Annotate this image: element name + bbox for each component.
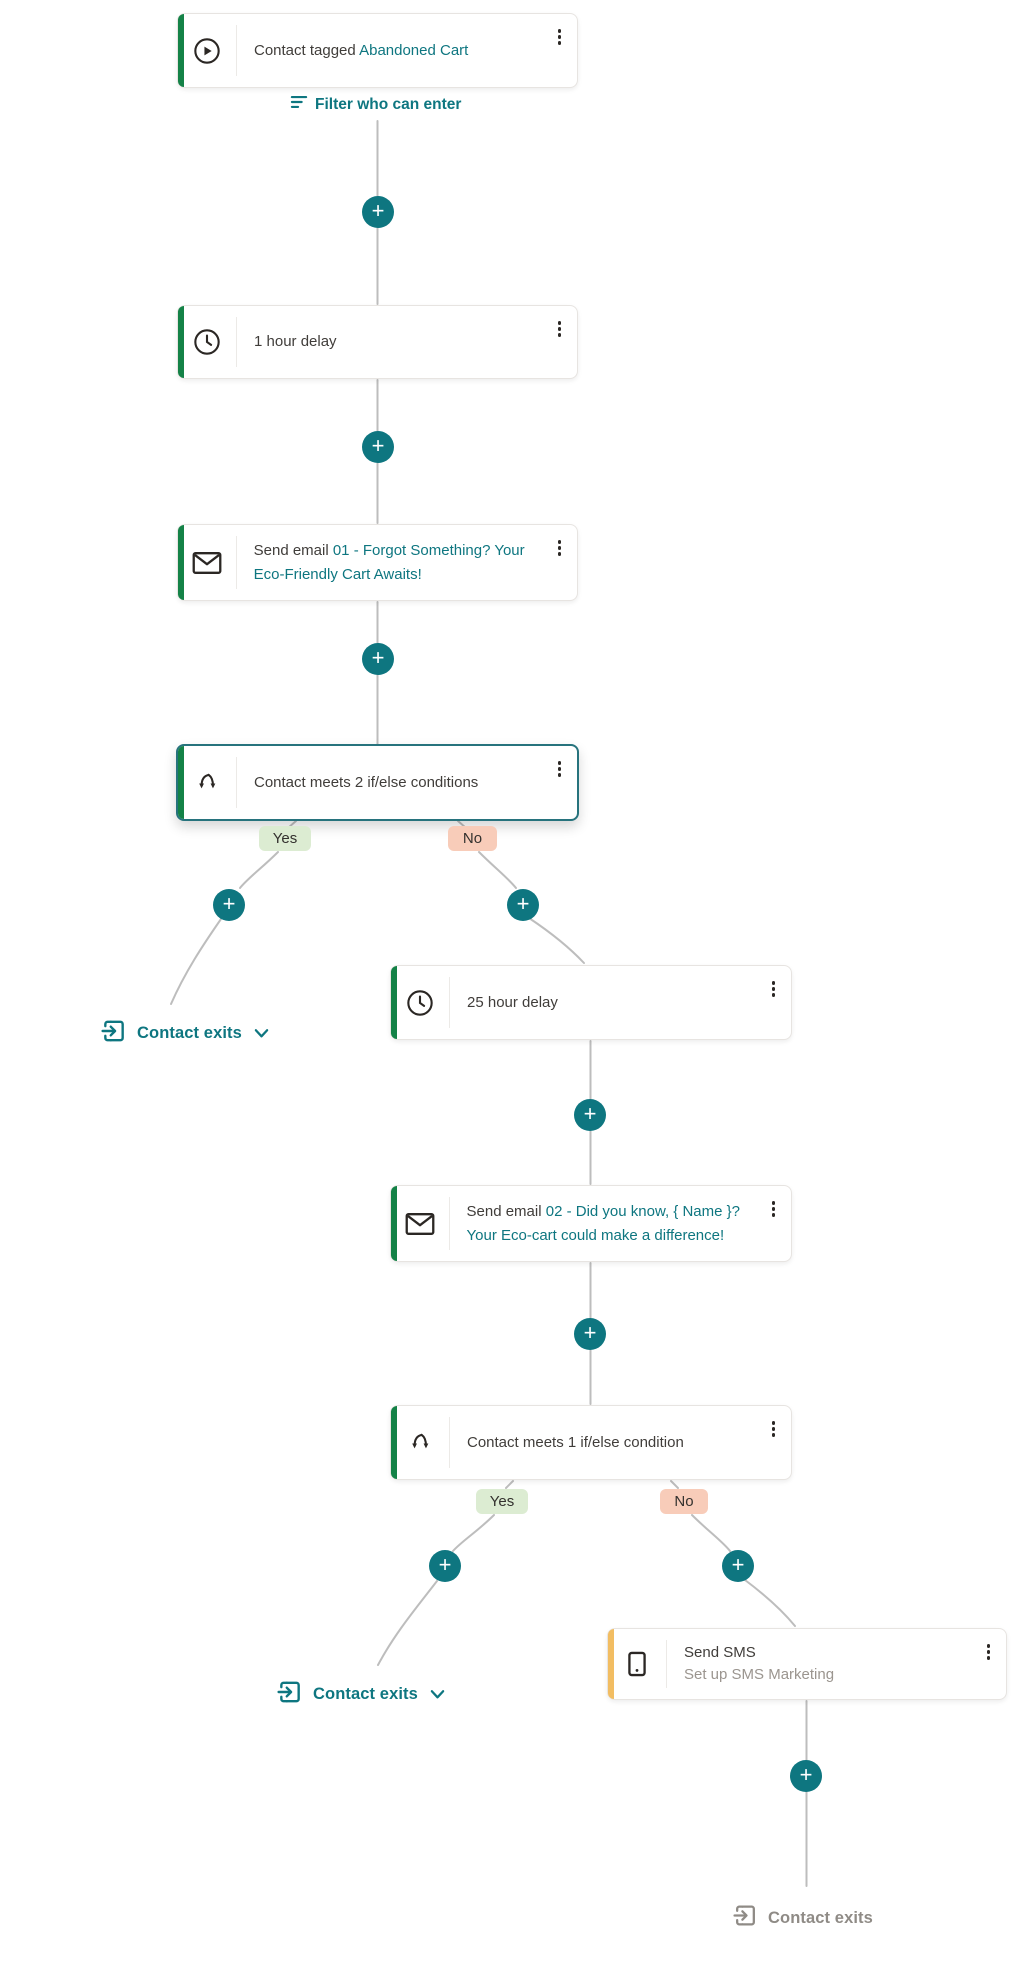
chevron-down-icon[interactable] <box>254 1028 269 1039</box>
node-accent <box>178 746 184 819</box>
sms-node[interactable]: Send SMS Set up SMS Marketing <box>607 1628 1007 1700</box>
email-label: Send email <box>466 1202 542 1220</box>
delay-label: 1 hour delay <box>254 333 337 350</box>
node-text: Contact tagged Abandoned Cart <box>237 29 516 73</box>
node-accent <box>178 525 184 600</box>
enter-box-icon <box>733 1903 758 1933</box>
contact-exits-label: Contact exits <box>137 1024 242 1042</box>
divider <box>236 536 237 589</box>
contact-exits-label: Contact exits <box>768 1908 873 1927</box>
trigger-value-link[interactable]: Abandoned Cart <box>359 41 469 59</box>
node-menu-button[interactable] <box>770 1199 778 1219</box>
add-step-button[interactable]: + <box>574 1099 606 1131</box>
ifelse-node-2[interactable]: Contact meets 1 if/else condition <box>390 1405 792 1480</box>
divider <box>236 25 237 76</box>
branch-no-badge: No <box>448 826 497 851</box>
divider <box>236 317 237 367</box>
enter-box-icon <box>101 1018 127 1049</box>
node-text: 25 hour delay <box>450 981 606 1025</box>
divider <box>449 1197 450 1250</box>
enter-box-icon <box>277 1679 303 1710</box>
add-step-button[interactable]: + <box>790 1760 822 1792</box>
divider <box>666 1640 667 1688</box>
email-subject-link[interactable]: 01 - Forgot Something? Your Eco-Friendly… <box>253 541 525 583</box>
add-step-button[interactable]: + <box>574 1318 606 1350</box>
node-accent <box>608 1629 614 1699</box>
node-text: Contact meets 2 if/else conditions <box>237 761 526 805</box>
contact-exits-link[interactable]: Contact exits <box>277 1679 445 1710</box>
email-node-2[interactable]: Send email 02 - Did you know, { Name }? … <box>390 1185 792 1262</box>
node-text: Contact meets 1 if/else condition <box>450 1421 732 1465</box>
clock-icon <box>391 989 449 1017</box>
divider <box>449 977 450 1028</box>
node-accent <box>391 966 397 1039</box>
node-menu-button[interactable] <box>556 319 564 339</box>
add-step-button[interactable]: + <box>507 889 539 921</box>
add-step-button[interactable]: + <box>362 643 394 675</box>
delay-label: 25 hour delay <box>467 993 558 1011</box>
add-step-button[interactable]: + <box>429 1550 461 1582</box>
node-accent <box>178 14 184 87</box>
email-subject-link[interactable]: 02 - Did you know, { Name }? Your Eco-ca… <box>466 1202 741 1244</box>
filter-lines-icon <box>290 94 308 115</box>
node-accent <box>178 306 184 378</box>
envelope-icon <box>391 1211 449 1237</box>
node-menu-button[interactable] <box>985 1642 993 1662</box>
branch-yes-badge: Yes <box>259 826 311 851</box>
email-node-1[interactable]: Send email 01 - Forgot Something? Your E… <box>177 524 578 601</box>
branch-split-icon <box>391 1430 449 1456</box>
contact-exits-link[interactable]: Contact exits <box>101 1018 269 1049</box>
add-step-button[interactable]: + <box>213 889 245 921</box>
node-menu-button[interactable] <box>556 538 564 558</box>
delay-node-1[interactable]: 1 hour delay <box>177 305 578 379</box>
trigger-node[interactable]: Contact tagged Abandoned Cart <box>177 13 578 88</box>
divider <box>236 757 237 808</box>
node-text: Send email 02 - Did you know, { Name }? … <box>450 1190 791 1258</box>
branch-yes-badge: Yes <box>476 1489 528 1514</box>
ifelse-label: Contact meets 2 if/else conditions <box>254 773 479 791</box>
divider <box>449 1417 450 1468</box>
add-step-button[interactable]: + <box>362 431 394 463</box>
node-menu-button[interactable] <box>556 27 564 47</box>
node-menu-button[interactable] <box>770 1419 778 1439</box>
ifelse-node-1[interactable]: Contact meets 2 if/else conditions <box>176 744 579 821</box>
sms-subtitle: Set up SMS Marketing <box>684 1666 835 1683</box>
clock-icon <box>178 328 236 356</box>
node-accent <box>391 1406 397 1479</box>
node-text: Send SMS Set up SMS Marketing <box>667 1632 882 1696</box>
branch-split-icon <box>178 770 236 796</box>
contact-exits-label: Contact exits <box>313 1685 418 1703</box>
add-step-button[interactable]: + <box>362 196 394 228</box>
phone-icon <box>608 1650 666 1678</box>
branch-no-badge: No <box>660 1489 708 1514</box>
ifelse-label: Contact meets 1 if/else condition <box>467 1433 684 1451</box>
chevron-down-icon[interactable] <box>430 1689 445 1700</box>
node-text: 1 hour delay <box>237 320 385 364</box>
email-label: Send email <box>253 541 329 559</box>
contact-exits-end: Contact exits <box>733 1903 873 1933</box>
filter-entry-link[interactable]: Filter who can enter <box>290 94 461 115</box>
node-accent <box>391 1186 397 1261</box>
node-menu-button[interactable] <box>770 979 778 999</box>
filter-entry-label: Filter who can enter <box>315 95 462 113</box>
sms-title: Send SMS <box>684 1644 756 1661</box>
trigger-label: Contact tagged <box>254 41 356 59</box>
delay-node-2[interactable]: 25 hour delay <box>390 965 792 1040</box>
add-step-button[interactable]: + <box>722 1550 754 1582</box>
envelope-icon <box>178 550 236 576</box>
node-text: Send email 01 - Forgot Something? Your E… <box>237 529 577 597</box>
node-menu-button[interactable] <box>556 759 564 779</box>
play-icon <box>178 37 236 65</box>
